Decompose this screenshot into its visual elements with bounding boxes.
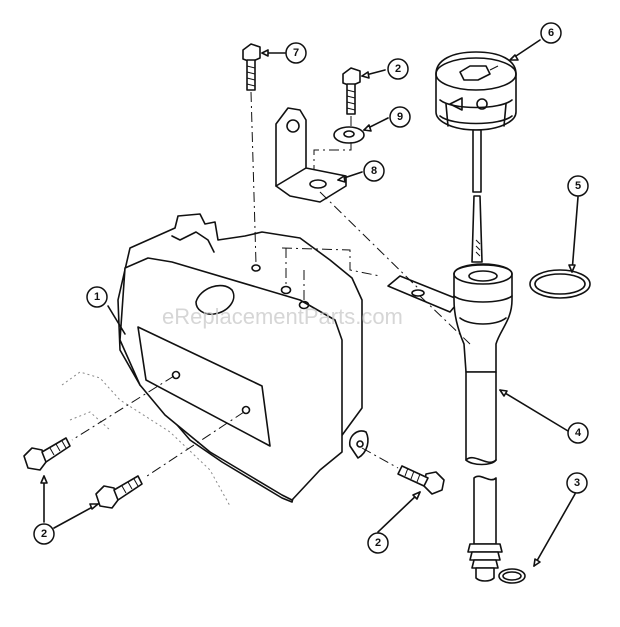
screw-lower-left-2: [95, 475, 143, 509]
bracket: [275, 107, 347, 203]
callout-label: 3: [574, 477, 580, 489]
engine-ghost-outline: [61, 371, 231, 507]
o-ring-large: [529, 269, 591, 299]
callout-2-top: 2: [387, 58, 409, 80]
assembly-lines: [71, 91, 471, 479]
dipstick-tube: [387, 263, 513, 582]
callout-5: 5: [567, 175, 589, 197]
callout-label: 9: [397, 111, 403, 123]
screw-top-left: [242, 43, 261, 91]
leader-lines: [40, 39, 579, 567]
callout-2-lower-left: 2: [33, 523, 55, 545]
callout-9: 9: [389, 106, 411, 128]
callout-label: 5: [575, 180, 581, 192]
callout-label: 2: [375, 537, 381, 549]
callout-label: 8: [371, 165, 377, 177]
callout-8: 8: [363, 160, 385, 182]
dipstick-rod: [471, 195, 483, 263]
callout-7: 7: [285, 42, 307, 64]
watermark-text: eReplacementParts.com: [162, 304, 403, 329]
callout-label: 2: [395, 63, 401, 75]
dipstick-cap: [435, 51, 517, 193]
callout-label: 1: [94, 291, 100, 303]
engine-shroud: [117, 213, 369, 503]
callout-label: 4: [575, 427, 582, 439]
callout-2-lower-right: 2: [367, 532, 389, 554]
screw-lower-right: [397, 465, 445, 495]
callout-3: 3: [566, 472, 588, 494]
callout-6: 6: [540, 22, 562, 44]
callout-1: 1: [86, 286, 108, 308]
washer: [333, 126, 365, 144]
screw-lower-left-1: [23, 437, 71, 471]
callout-label: 2: [41, 528, 47, 540]
callout-label: 7: [293, 47, 299, 59]
callout-4: 4: [567, 422, 589, 444]
o-ring-small: [498, 568, 526, 584]
callout-label: 6: [548, 27, 554, 39]
screw-top-center: [342, 67, 361, 115]
